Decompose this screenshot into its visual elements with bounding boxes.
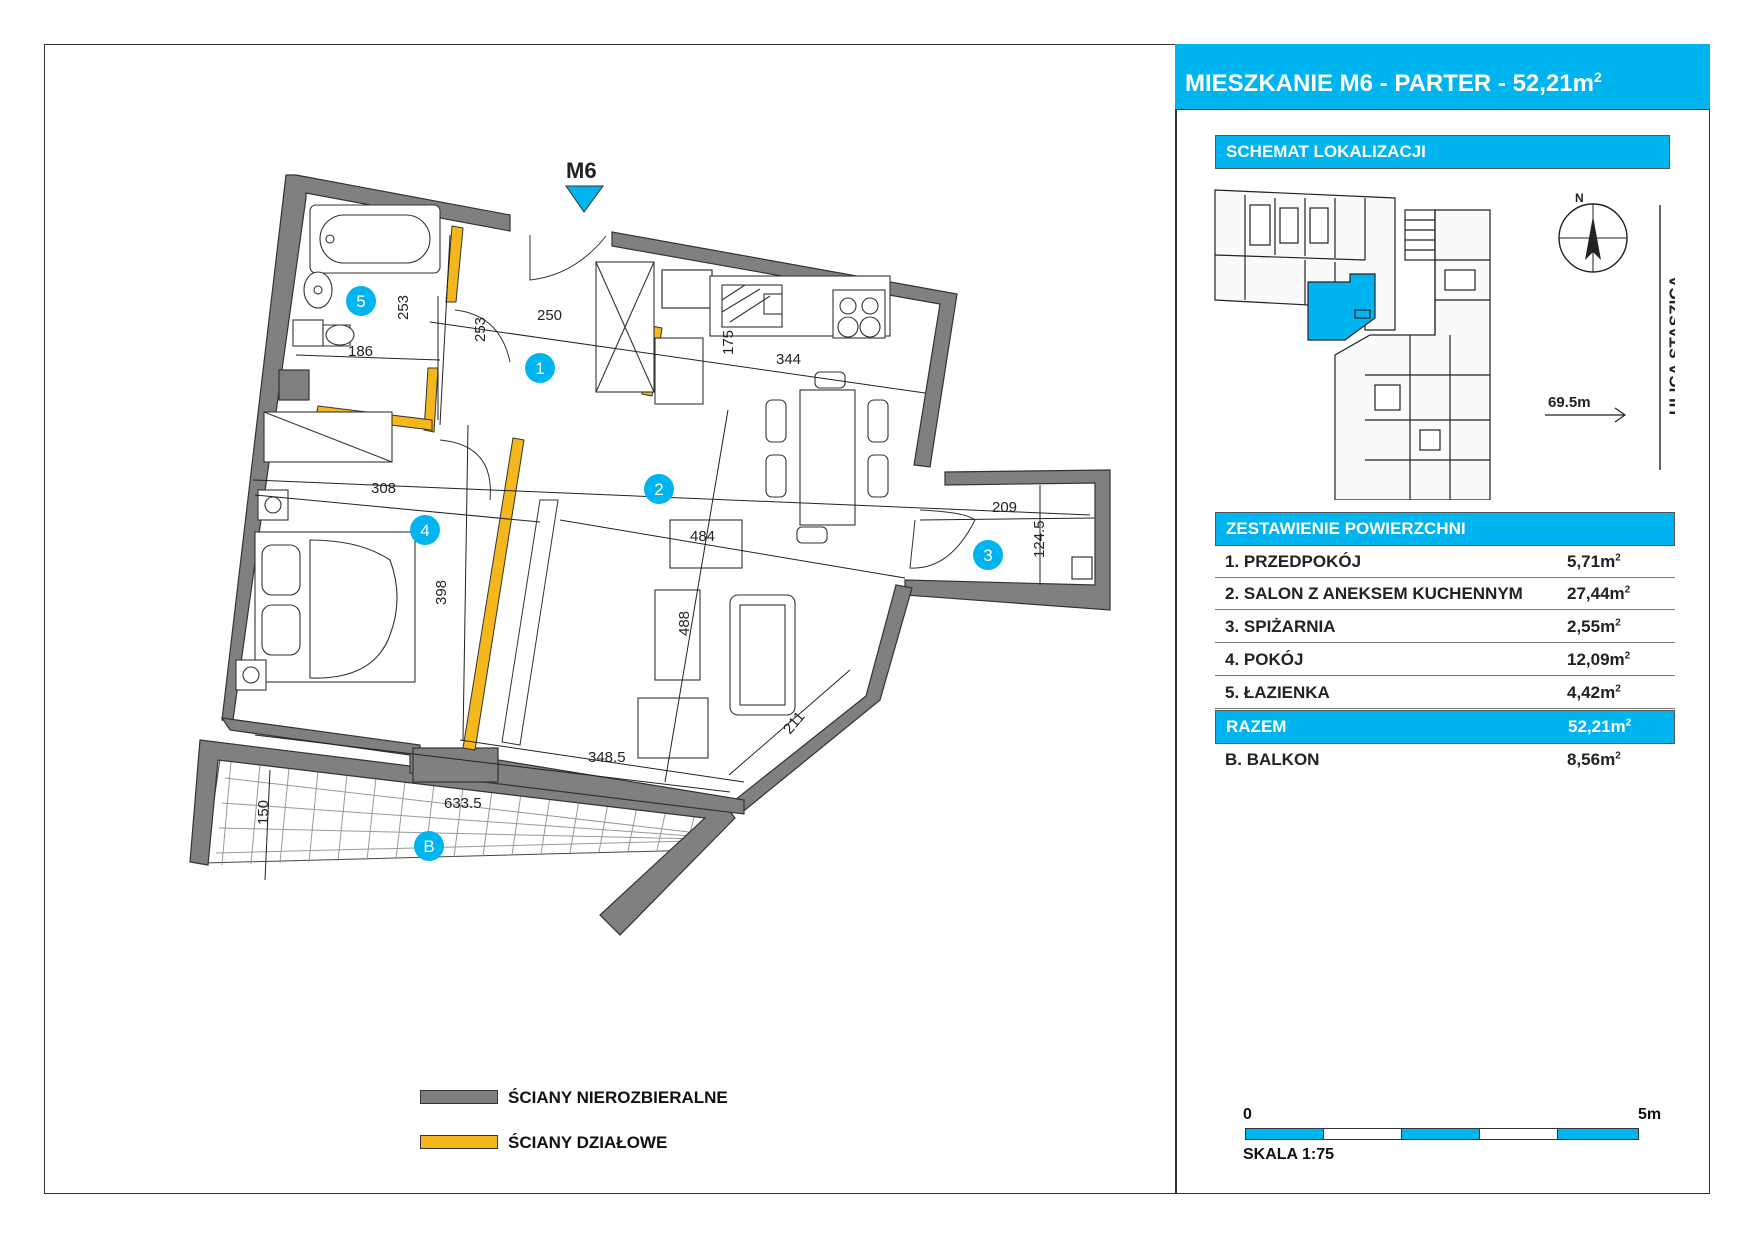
dim-186: 186 (348, 343, 373, 360)
floor-plan: 250 344 253 253 186 175 308 484 209 124.… (189, 158, 1111, 936)
north-label: N (1575, 191, 1584, 205)
dim-250: 250 (537, 307, 562, 324)
entrance-label: M6 (566, 158, 597, 183)
page-title: MIESZKANIE M6 - PARTER - 52,21m2 (1175, 44, 1710, 110)
dim-633-5: 633.5 (444, 795, 482, 812)
entrance-marker: M6 (565, 158, 604, 213)
legend-structural-swatch (420, 1090, 498, 1104)
location-schema-header: SCHEMAT LOKALIZACJI (1215, 135, 1670, 169)
legend-partition-label: ŚCIANY DZIAŁOWE (508, 1133, 668, 1152)
distance-label: 69.5m (1548, 394, 1591, 411)
dim-253a: 253 (395, 295, 412, 320)
room-badge-3: 3 (983, 546, 992, 565)
scale-segment (1323, 1128, 1402, 1140)
dim-344: 344 (776, 351, 801, 368)
scale-end: 5m (1638, 1106, 1662, 1123)
street-label: ULICA STASZICA (1666, 275, 1675, 415)
dim-150: 150 (255, 800, 272, 825)
scale-start: 0 (1243, 1106, 1252, 1123)
scale-segment (1401, 1128, 1480, 1140)
scale-label: SKALA 1:75 (1243, 1146, 1334, 1163)
room-badge-1: 1 (535, 359, 544, 378)
legend-partition-swatch (420, 1135, 498, 1149)
legend-structural-label: ŚCIANY NIEROZBIERALNE (508, 1088, 728, 1107)
drawing-frame (44, 44, 1710, 1194)
room-badge-2: 2 (654, 480, 663, 499)
dim-484: 484 (690, 528, 715, 545)
surfaces-header: ZESTAWIENIE POWIERZCHNI (1215, 512, 1675, 546)
room-badge-b: B (423, 837, 434, 856)
dim-348-5: 348.5 (588, 749, 626, 766)
dim-488: 488 (676, 611, 693, 636)
dim-253b: 253 (472, 317, 489, 342)
dim-209: 209 (992, 499, 1017, 516)
panel-divider (1175, 44, 1177, 1194)
dim-398: 398 (433, 580, 450, 605)
location-schema: N 69.5m ULICA STASZICA (1214, 189, 1675, 500)
dim-308: 308 (371, 480, 396, 497)
scale-segment (1479, 1128, 1558, 1140)
north-arrow-icon: N (1558, 191, 1628, 273)
room-badge-4: 4 (420, 521, 429, 540)
dim-124-5: 124.5 (1031, 520, 1048, 558)
scale-segment (1245, 1128, 1324, 1140)
room-badge-5: 5 (356, 292, 365, 311)
dim-175: 175 (720, 330, 737, 355)
scale-segment (1557, 1128, 1639, 1140)
